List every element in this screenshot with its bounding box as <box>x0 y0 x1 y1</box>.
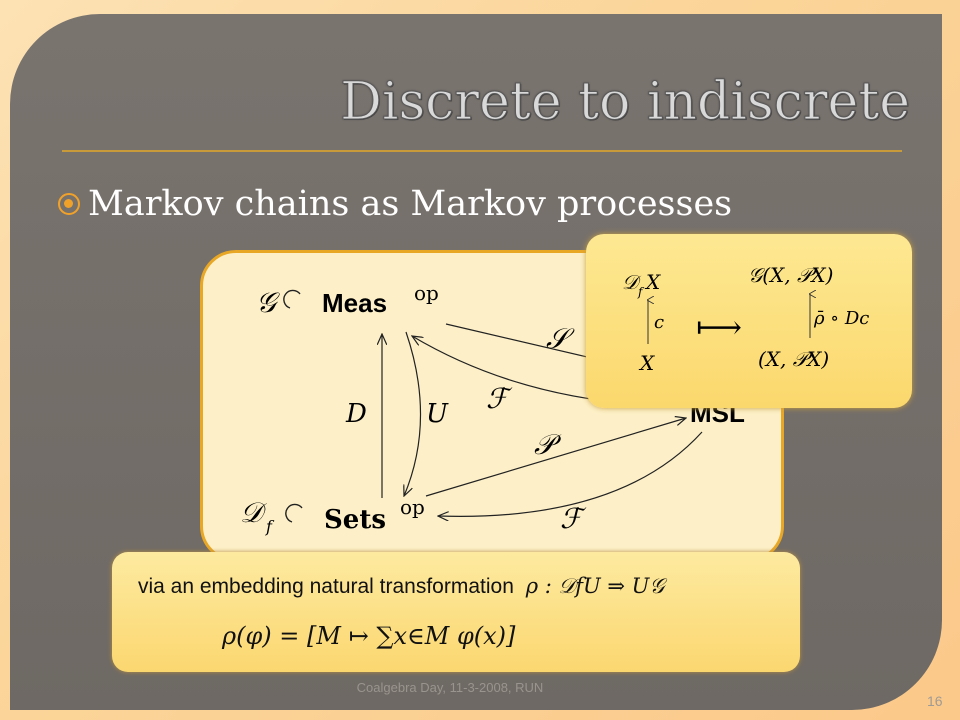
functor-G-label: 𝒢 <box>256 286 280 319</box>
functor-Df-subscript: f <box>265 517 275 536</box>
caption-text: via an embedding natural transformation <box>138 575 514 598</box>
mapping-box <box>586 234 912 408</box>
maps-to-icon: ⟼ <box>696 308 742 346</box>
mapping-right-top: 𝒢(X, 𝒫X) <box>748 263 833 287</box>
sets-category-label: Sets <box>324 505 386 535</box>
arrow-D-label: D <box>345 399 367 429</box>
arrow-F-lower-label: ℱ <box>560 502 587 535</box>
caption-rho-type: ρ : 𝒟fU ⇒ U𝒢 <box>525 574 665 598</box>
mapping-left-top-arg: X <box>644 270 661 294</box>
self-loop-icon <box>283 289 301 309</box>
mapping-left-top-sub: f <box>637 285 645 299</box>
page-number: 16 <box>927 693 943 709</box>
title-divider <box>62 150 902 152</box>
mapping-left-arrow-label: c <box>654 312 664 333</box>
self-loop-icon <box>285 503 303 523</box>
caption-text-row: via an embedding natural transformation … <box>138 574 664 599</box>
meas-category-label: Meas <box>322 288 387 318</box>
slide-title: Discrete to indiscrete <box>340 72 911 133</box>
bullet-item: Markov chains as Markov processes <box>58 184 732 224</box>
arrow-S-label: 𝒮 <box>546 322 575 355</box>
mapping-right-arrow-label: ρ̄ ∘ Dc <box>813 308 869 329</box>
bullet-circle-icon <box>58 193 80 215</box>
meas-op-superscript: op <box>414 281 439 305</box>
slide-footer: Coalgebra Day, 11-3-2008, RUN <box>356 680 544 695</box>
mapping-left-top: 𝒟 <box>622 270 642 294</box>
caption-box <box>112 552 800 672</box>
functor-Df-label: 𝒟 <box>240 496 267 529</box>
sets-op-superscript: op <box>400 495 425 519</box>
mapping-left-bottom: X <box>638 351 655 375</box>
arrow-U-label: U <box>426 399 449 429</box>
bullet-text: Markov chains as Markov processes <box>88 184 733 224</box>
arrow-F-upper-label: ℱ <box>486 382 513 415</box>
mapping-right-bottom: (X, 𝒫X) <box>758 347 829 371</box>
mapping-diagram: 𝒟 f X c X ⟼ 𝒢(X, 𝒫X) ρ̄ ∘ Dc (X, 𝒫X) <box>622 263 869 375</box>
caption-formula: ρ(φ) = [M ↦ ∑x∈M φ(x)] <box>222 622 516 650</box>
